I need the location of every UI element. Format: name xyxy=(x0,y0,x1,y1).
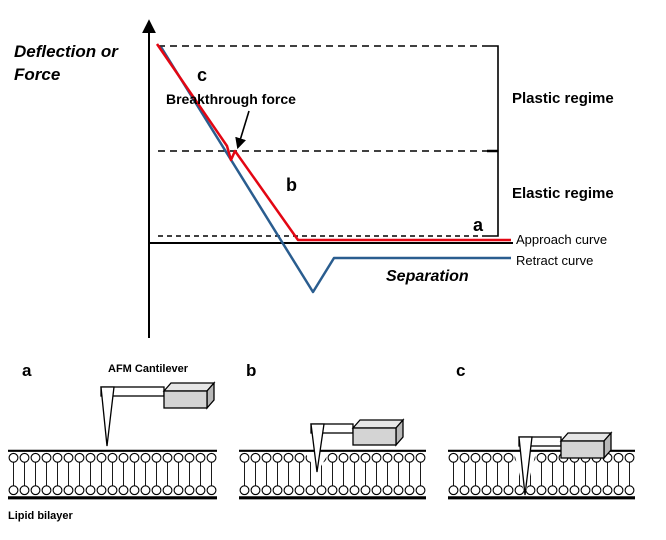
cantilever-box-top-face xyxy=(351,419,405,429)
lipid-leaflet-bottom xyxy=(239,474,426,496)
panel-c: c xyxy=(448,361,635,500)
lipid-leaflet-bottom xyxy=(8,474,217,496)
force-distance-graph: Breakthrough force c b a Deflection or F… xyxy=(14,19,614,338)
x-axis-label: Separation xyxy=(386,268,469,285)
cantilever-tip xyxy=(518,436,533,496)
cantilever-box-top-face xyxy=(559,432,613,442)
breakthrough-label: Breakthrough force xyxy=(166,91,296,107)
curve-point-a: a xyxy=(473,215,484,235)
breakthrough-arrow xyxy=(235,110,250,150)
approach-curve-label: Approach curve xyxy=(516,232,607,247)
elastic-regime-bracket xyxy=(487,150,499,237)
y-axis-label-line2: Force xyxy=(14,65,60,84)
cantilever-box-front-face xyxy=(352,427,397,446)
panel-c-letter: c xyxy=(456,361,465,380)
afm-cantilever-label: AFM Cantilever xyxy=(108,363,189,375)
panel-b-letter: b xyxy=(246,361,256,380)
cantilever-box-front-face xyxy=(560,440,605,459)
cantilever-tip xyxy=(100,386,115,447)
y-axis-label-line1: Deflection or xyxy=(14,42,119,61)
lipid-leaflet-bottom xyxy=(448,474,635,496)
panel-a-letter: a xyxy=(22,361,32,380)
cantilever-box-front-face xyxy=(163,390,208,409)
lipid-bilayer-label: Lipid bilayer xyxy=(8,510,74,522)
curve-point-c: c xyxy=(197,65,207,85)
panel-b: b xyxy=(239,361,426,500)
cantilever-tip xyxy=(310,423,325,473)
panel-a: a AFM Cantilever Lipid bilayer xyxy=(8,361,217,522)
elastic-regime-label: Elastic regime xyxy=(512,185,614,202)
retract-curve xyxy=(159,46,511,294)
approach-curve xyxy=(155,43,511,242)
plastic-regime-label: Plastic regime xyxy=(512,90,614,107)
plastic-regime-bracket xyxy=(487,45,499,152)
lipid-leaflet-top xyxy=(8,452,217,474)
cantilever-box-top-face xyxy=(162,382,216,392)
retract-curve-label: Retract curve xyxy=(516,253,593,268)
lipid-leaflet-top xyxy=(239,452,426,474)
curve-point-b: b xyxy=(286,175,297,195)
